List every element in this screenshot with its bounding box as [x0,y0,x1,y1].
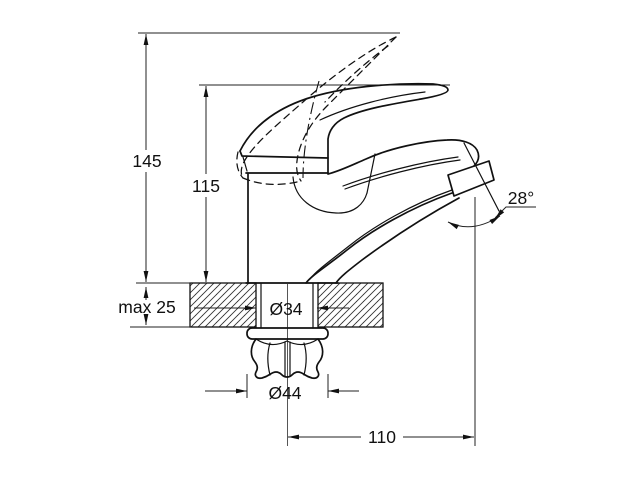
aerator-block [447,160,495,197]
arrowhead [143,271,149,282]
dimension-arrowheads [143,34,505,440]
arrowhead [317,305,328,311]
arrowhead [448,222,459,230]
spout-highlight-upper [342,156,459,187]
arrowhead [288,434,299,440]
handle-lever [239,82,449,159]
raised-handle-detail-line [324,45,389,103]
deck-hatch-left [189,282,257,328]
handle-skirt-front-edge [242,156,248,172]
handle-highlight-line [319,91,426,121]
spout-angle-slant-line [463,142,500,212]
label-overall-height: 145 [132,151,161,171]
label-nut-diameter: Ø44 [268,383,301,403]
deck-hatch-right [317,282,384,328]
arrowhead [143,287,149,298]
mounting-washer [246,327,329,340]
arrowhead [236,388,247,394]
spout-underside-inner [305,192,453,284]
handle-raised-dashed [236,36,397,185]
raised-handle-inner-curve [296,36,397,182]
arrowhead [495,209,505,219]
label-spout-angle: 28° [508,188,534,208]
arrowhead [245,305,256,311]
spout-underside-highlight [309,189,453,280]
arrowhead [328,388,339,394]
dimension-labels: 145 115 max 25 Ø34 Ø44 110 28° [118,151,534,447]
arrowhead [489,216,500,225]
arrowhead [203,271,209,282]
mounting-deck [130,282,384,328]
arrowhead [143,314,149,325]
handle-skirt [239,150,329,174]
label-spout-reach: 110 [368,427,396,447]
label-shank-diameter: Ø34 [269,299,302,319]
extension-lines [138,32,476,446]
wing-nut-outline [250,338,324,380]
cartridge-dome [292,176,368,214]
spout-top-edge [327,139,480,175]
faucet-outline [239,82,495,284]
spout-underside-outer [335,197,460,284]
spout-body-seam [366,153,376,194]
raised-handle-outer-curve [240,36,397,179]
label-spout-height: 115 [192,176,220,196]
spout-highlight-lower [344,159,461,190]
arrowhead [463,434,474,440]
wing-nut-flute-left [267,342,271,376]
wing-nut-top-scallops [255,338,319,346]
handle-pivot-centerline [302,80,320,179]
arrowhead [143,34,149,45]
wing-nut-flute-right [303,342,307,376]
raised-handle-front-arc [236,151,244,179]
mounting-hardware [246,283,329,380]
arrowhead [203,86,209,97]
label-max-deck-thickness: max 25 [118,297,175,317]
raised-handle-skirt-bottom [242,177,302,185]
